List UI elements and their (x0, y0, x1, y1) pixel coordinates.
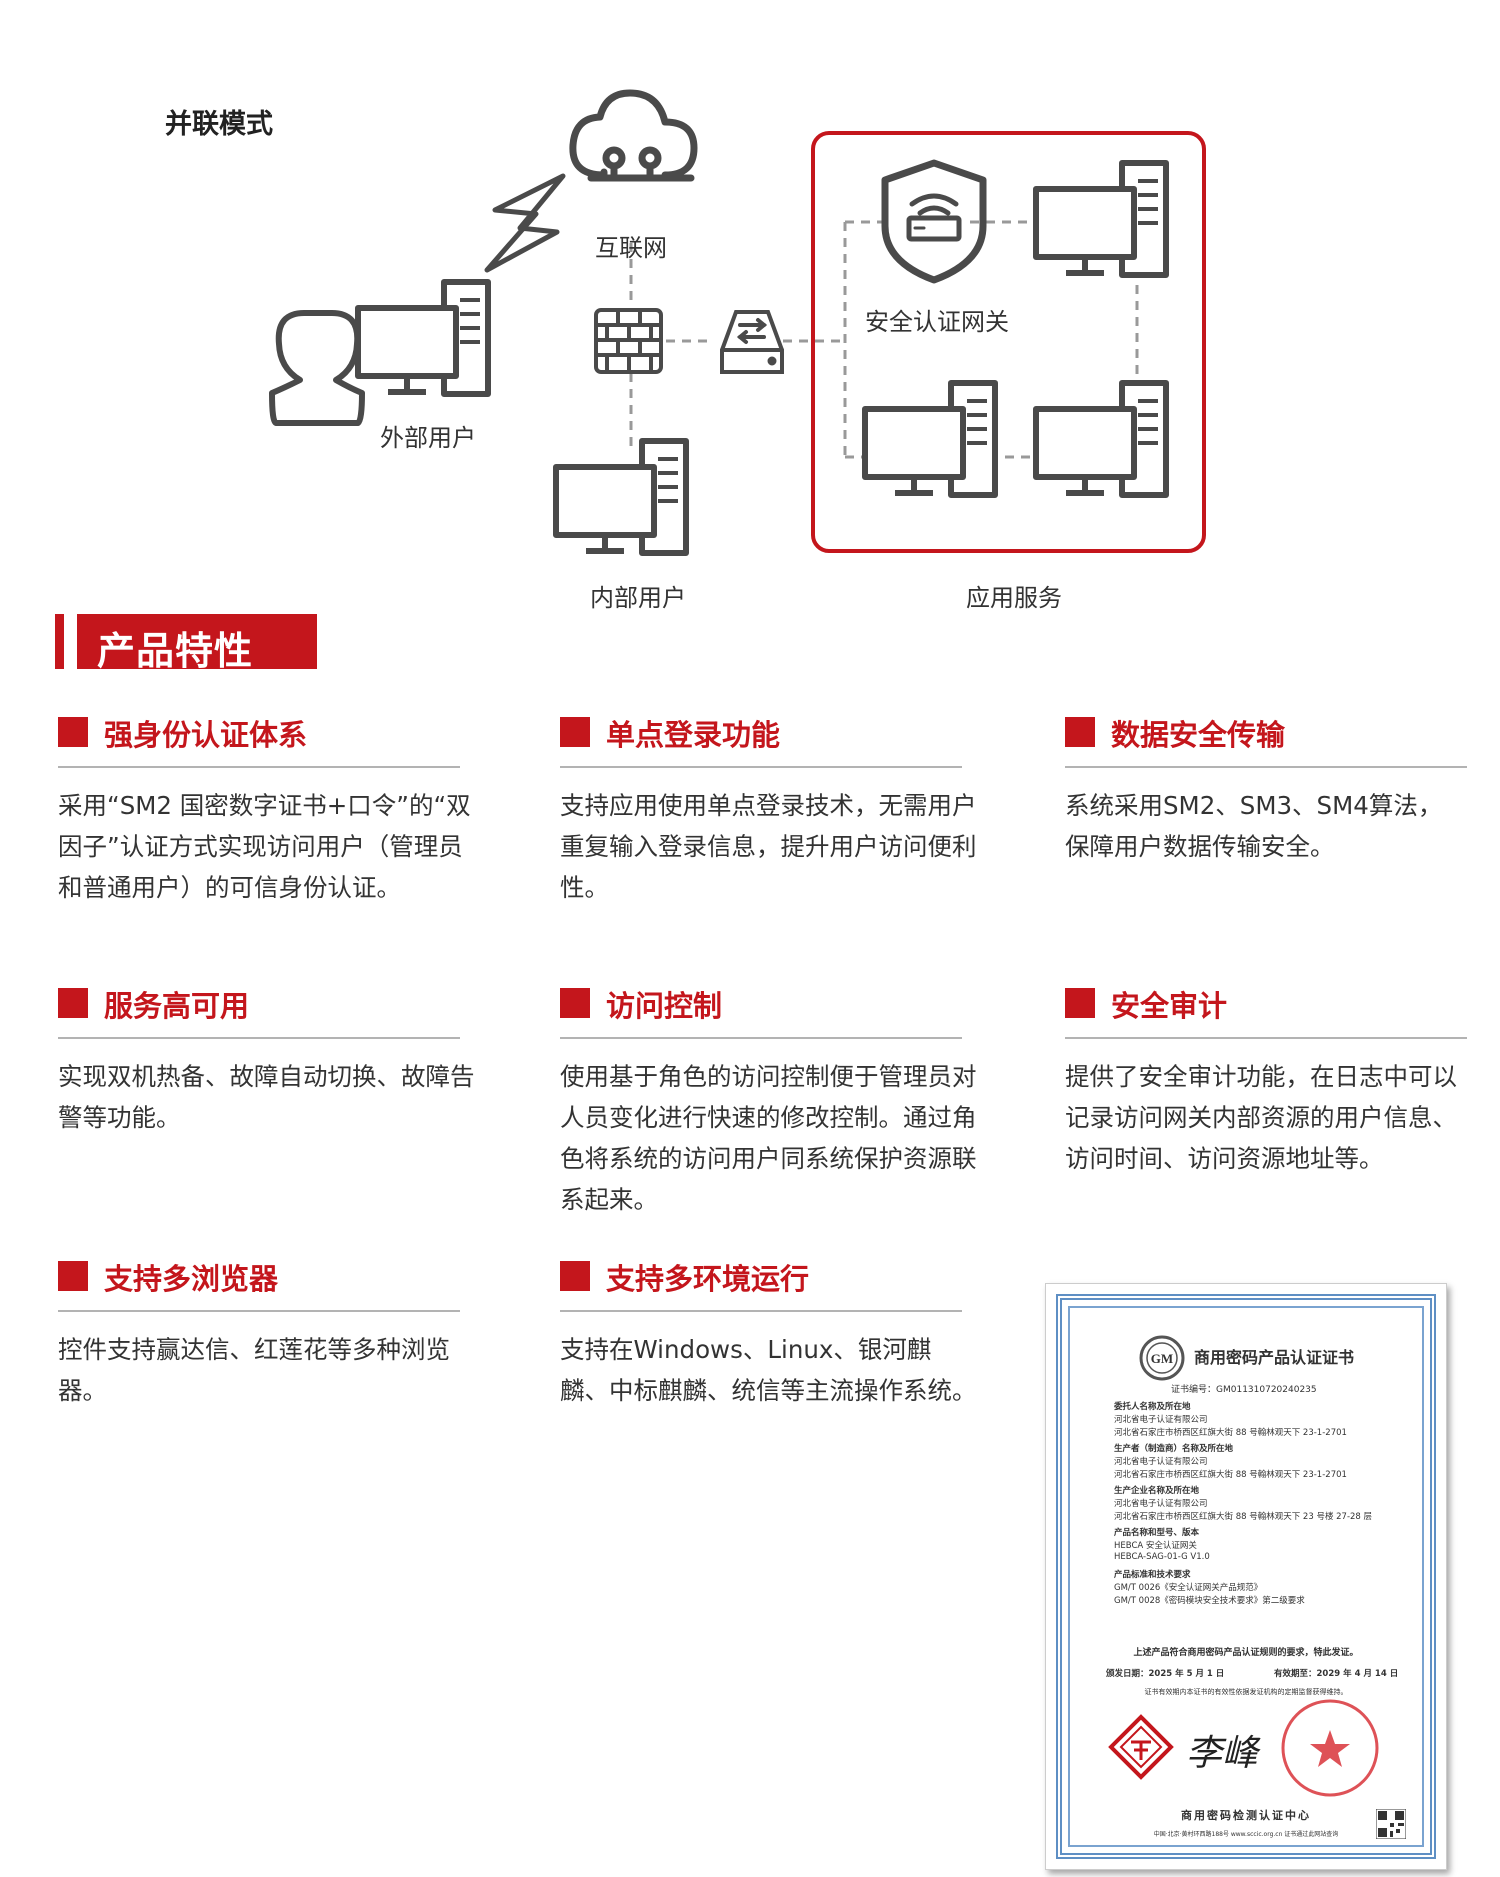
feature-divider (1065, 766, 1467, 768)
feature-bullet (560, 988, 590, 1018)
certificate-footer: 中国·北京·黄村环西路188号 www.sccic.org.cn 证书通过此网站… (1153, 1831, 1339, 1838)
svg-text:GM: GM (1151, 1351, 1173, 1366)
feature-title: 支持多环境运行 (606, 1262, 810, 1296)
issue-date: 颁发日期：2025 年 5 月 1 日 (1106, 1669, 1225, 1679)
label-external-user: 外部用户 (380, 424, 476, 452)
section-header-box (77, 614, 317, 669)
certificate-field-value: HEBCA-SAG-01-G V1.0 (1114, 1552, 1210, 1562)
feature-divider (560, 1037, 962, 1039)
issuer: 商用密码检测认证中心 (1181, 1809, 1311, 1822)
feature-description: 系统采用SM2、SM3、SM4算法，保障用户数据传输安全。 (1065, 791, 1443, 861)
feature-divider (58, 1310, 460, 1312)
certificate-border (1056, 1294, 1436, 1859)
certificate-statement: 上述产品符合商用密码产品认证规则的要求，特此发证。 (1133, 1648, 1359, 1658)
validity-note: 证书有效期内本证书的有效性依据发证机构的定期监督获得维持。 (1144, 1688, 1348, 1696)
feature-description: 使用基于角色的访问控制便于管理员对人员变化进行快速的修改控制。通过角色将系统的访… (560, 1062, 977, 1214)
feature-bullet (58, 1261, 88, 1291)
server-computer-icon (1033, 380, 1169, 498)
certificate-title: 商用密码产品认证证书 (1194, 1348, 1355, 1367)
feature-title: 安全审计 (1111, 989, 1228, 1023)
feature-title: 强身份认证体系 (104, 718, 308, 752)
signature: 李峰 (1186, 1733, 1259, 1774)
certificate-field-value: 河北省石家庄市桥西区红旗大街 88 号翰林观天下 23-1-2701 (1114, 1428, 1347, 1438)
certificate-field-label: 委托人名称及所在地 (1114, 1402, 1191, 1412)
feature-divider (560, 1310, 962, 1312)
certificate-inner-border (1068, 1306, 1424, 1847)
label-internal-user: 内部用户 (590, 584, 686, 612)
feature-title: 数据安全传输 (1111, 718, 1286, 752)
certificate-field-value: 河北省电子认证有限公司 (1114, 1457, 1208, 1467)
certificate-field-value: GM/T 0026《安全认证网关产品规范》 (1114, 1583, 1263, 1593)
feature-title: 服务高可用 (104, 989, 250, 1023)
server-computer-icon (1033, 160, 1169, 278)
feature-bullet (1065, 988, 1095, 1018)
section-title: 产品特性 (97, 629, 254, 673)
seal-diamond-icon (1108, 1714, 1174, 1780)
feature-bullet (58, 988, 88, 1018)
feature-description: 控件支持赢达信、红莲花等多种浏览器。 (58, 1335, 450, 1405)
person-icon (269, 309, 365, 426)
switch-icon (720, 310, 784, 374)
feature-description: 提供了安全审计功能，在日志中可以记录访问网关内部资源的用户信息、访问时间、访问资… (1065, 1062, 1457, 1173)
label-internet: 互联网 (595, 234, 667, 262)
label-app-service: 应用服务 (966, 584, 1062, 612)
certificate-field-value: HEBCA 安全认证网关 (1114, 1541, 1197, 1551)
certificate-field-value: 河北省电子认证有限公司 (1114, 1415, 1208, 1425)
dashed-links (629, 220, 1139, 459)
app-service-frame (811, 131, 1206, 553)
feature-title: 支持多浏览器 (104, 1262, 279, 1296)
feature-bullet (560, 717, 590, 747)
gateway-shield-icon (881, 159, 987, 284)
expiry-date: 有效期至：2029 年 4 月 14 日 (1274, 1669, 1399, 1679)
certificate-field-label: 产品标准和技术要求 (1114, 1570, 1191, 1580)
cloud-icon (569, 89, 698, 182)
feature-title: 访问控制 (606, 989, 723, 1023)
certificate-field-value: GM/T 0028《密码模块安全技术要求》第二级要求 (1114, 1596, 1305, 1606)
certificate-field-value: 河北省石家庄市桥西区红旗大街 88 号翰林观天下 23-1-2701 (1114, 1470, 1347, 1480)
certificate-field-value: 河北省石家庄市桥西区红旗大街 88 号翰林观天下 23 号楼 27-28 层 (1114, 1512, 1373, 1522)
mode-title: 并联模式 (165, 109, 273, 140)
internal-computer-icon (553, 438, 689, 556)
qr-code-icon (1376, 1809, 1406, 1839)
label-gateway: 安全认证网关 (865, 308, 1009, 336)
feature-description: 支持在Windows、Linux、银河麒麟、中标麒麟、统信等主流操作系统。 (560, 1335, 977, 1405)
feature-description: 采用“SM2 国密数字证书+口令”的“双因子”认证方式实现访问用户（管理员和普通… (58, 791, 471, 902)
feature-description: 实现双机热备、故障自动切换、故障告警等功能。 (58, 1062, 475, 1132)
feature-divider (58, 1037, 460, 1039)
feature-description: 支持应用使用单点登录技术，无需用户重复输入登录信息，提升用户访问便利性。 (560, 791, 977, 902)
diagram-canvas (269, 89, 1206, 556)
firewall-icon (594, 308, 663, 374)
certificate-number: 证书编号：GM011310720240235 (1171, 1385, 1317, 1395)
red-seal-stamp-icon (1281, 1699, 1379, 1797)
feature-bullet (1065, 717, 1095, 747)
section-header-bar (55, 614, 64, 669)
feature-title: 单点登录功能 (606, 718, 781, 752)
section-header: 产品特性 (55, 614, 317, 673)
lightning-icon (484, 173, 566, 273)
feature-divider (560, 766, 962, 768)
certificate-field-label: 产品名称和型号、版本 (1114, 1528, 1200, 1538)
certificate-field-label: 生产者（制造商）名称及所在地 (1114, 1444, 1234, 1454)
certificate-field-label: 生产企业名称及所在地 (1114, 1486, 1200, 1496)
gm-logo: GM (1139, 1335, 1185, 1381)
feature-divider (1065, 1037, 1467, 1039)
server-computer-icon (862, 380, 998, 498)
external-computer-icon (355, 279, 491, 397)
certificate-image: GM 商用密码产品认证证书 证书编号：GM011310720240235 上述产… (1045, 1283, 1447, 1870)
certificate-field-value: 河北省电子认证有限公司 (1114, 1499, 1208, 1509)
feature-bullet (560, 1261, 590, 1291)
feature-divider (58, 766, 460, 768)
feature-bullet (58, 717, 88, 747)
